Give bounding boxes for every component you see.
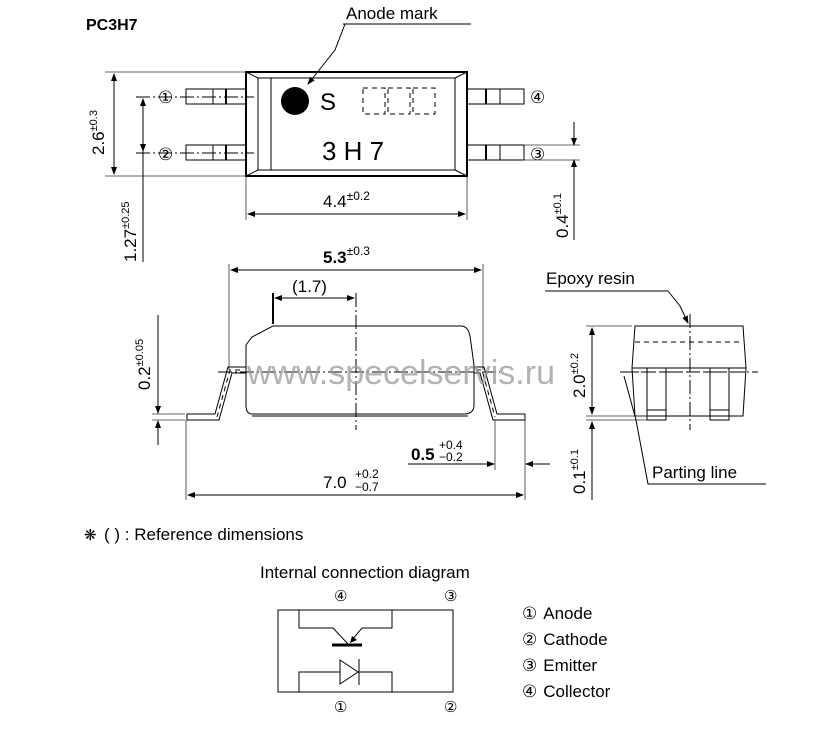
dim-standoff-label: 0.1±0.1 bbox=[569, 449, 589, 494]
package-body-outer bbox=[245, 71, 468, 177]
parting-line-label: Parting line bbox=[652, 463, 737, 482]
dim-lead-thick-label: 0.2±0.05 bbox=[134, 339, 154, 390]
package-body-inner bbox=[257, 77, 456, 171]
lead-pin-3 bbox=[466, 144, 525, 161]
led-diode-symbol bbox=[298, 659, 393, 692]
conn-pin-1: ① bbox=[334, 699, 347, 716]
dim-ref-label: (1.7) bbox=[292, 277, 327, 296]
anode-mark-dot bbox=[281, 87, 309, 115]
reference-note: ❋ ( ) : Reference dimensions bbox=[84, 525, 303, 544]
rank-box bbox=[412, 87, 436, 115]
side-body-outline bbox=[245, 325, 475, 415]
end-view: Epoxy resin 2.0±0.2 0.1±0.1 Parting line bbox=[545, 269, 766, 500]
dim-end-height-label: 2.0±0.2 bbox=[569, 353, 589, 398]
connection-title: Internal connection diagram bbox=[260, 563, 470, 582]
dim-height-label: 2.6±0.3 bbox=[88, 110, 108, 155]
anode-leader bbox=[307, 23, 346, 85]
pin-label-2: ② bbox=[158, 145, 173, 164]
top-view: Anode mark S 3 H 7 bbox=[88, 4, 580, 262]
dim-total-label: 7.0+0.2−0.7 bbox=[323, 467, 379, 494]
parting-leader bbox=[623, 375, 766, 485]
side-lead-right bbox=[474, 366, 526, 421]
lead-pin-1 bbox=[136, 88, 254, 105]
end-lead-left bbox=[646, 367, 667, 421]
conn-pin-4: ④ bbox=[334, 588, 347, 605]
end-lead-right bbox=[709, 367, 730, 421]
epoxy-leader bbox=[667, 290, 689, 324]
watermark: www.specelservis.ru bbox=[246, 354, 555, 392]
anode-mark-label: Anode mark bbox=[346, 4, 438, 23]
marking-s: S bbox=[320, 89, 336, 116]
reference-symbol: ❋ bbox=[84, 527, 97, 544]
dim-body-label: 5.3±0.3 bbox=[323, 244, 370, 267]
lead-pin-2 bbox=[136, 144, 254, 161]
reference-text: ( ) : Reference dimensions bbox=[104, 525, 303, 544]
dim-width-label: 4.4±0.2 bbox=[323, 189, 370, 211]
part-title: PC3H7 bbox=[86, 17, 138, 34]
pin-label-1: ① bbox=[158, 88, 173, 107]
lead-pin-4 bbox=[466, 88, 525, 105]
conn-pin-2: ② bbox=[444, 699, 457, 716]
rank-box bbox=[362, 87, 386, 115]
epoxy-resin-label: Epoxy resin bbox=[546, 269, 635, 288]
conn-pin-3: ③ bbox=[444, 588, 457, 605]
dim-lead-width-label: 0.4±0.1 bbox=[552, 193, 572, 238]
pin-label-3: ③ bbox=[530, 145, 545, 164]
phototransistor-symbol bbox=[298, 610, 393, 647]
side-lead-left bbox=[186, 366, 246, 421]
rank-box bbox=[387, 87, 411, 115]
marking-model: 3 H 7 bbox=[322, 136, 384, 166]
pin-label-4: ④ bbox=[530, 88, 545, 107]
dim-foot-label: 0.5+0.4−0.2 bbox=[411, 438, 463, 464]
dim-pitch-label: 1.27±0.25 bbox=[120, 201, 140, 262]
side-view: 5.3±0.3 (1.7) 0.2±0.05 7.0+0.2−0.7 0.5 bbox=[134, 244, 550, 500]
connection-box bbox=[277, 609, 454, 693]
